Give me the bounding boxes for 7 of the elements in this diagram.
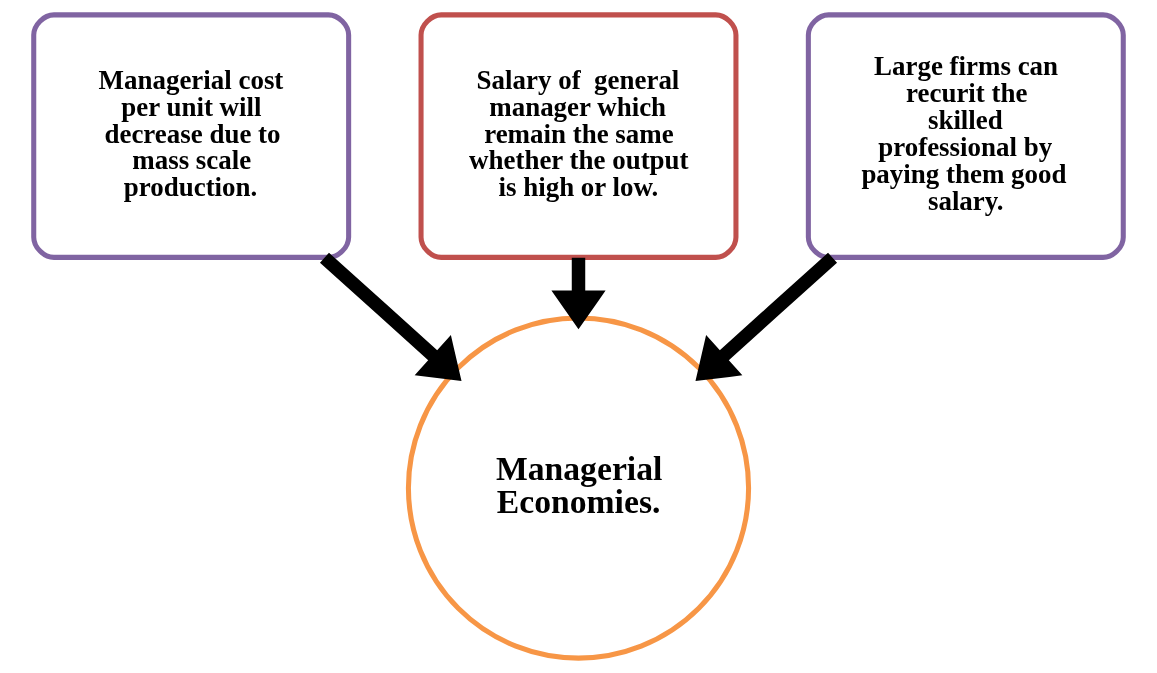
- node-box: Large firms can recurit the skilled professional by paying them good salary.: [805, 12, 1126, 260]
- arrow: [319, 252, 462, 382]
- node-circle: Managerial Economies.: [405, 315, 752, 661]
- node-box: Managerial cost per unit will decrease due to mass scale production.: [31, 12, 352, 260]
- arrow: [551, 257, 606, 330]
- node-box: Salary of general manager which remain the same whether the output is high or low.: [418, 12, 739, 260]
- arrow: [695, 252, 838, 382]
